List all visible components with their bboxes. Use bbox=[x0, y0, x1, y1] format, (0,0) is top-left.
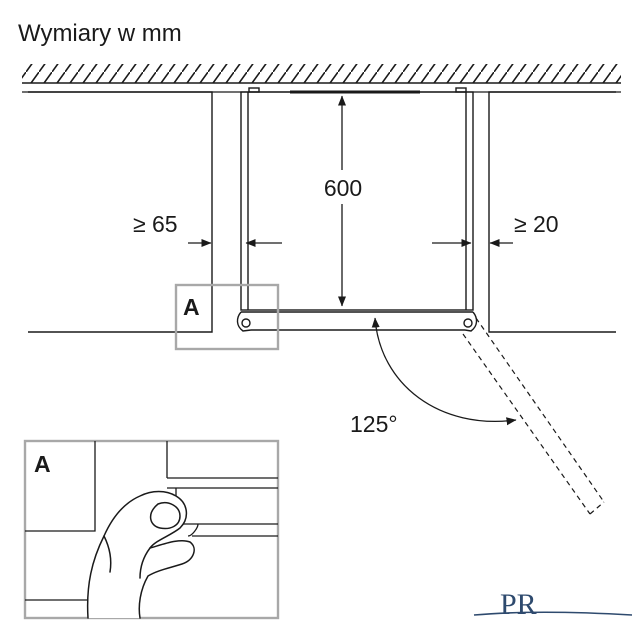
ceiling-hatching bbox=[22, 64, 621, 93]
door-angle-label: 125° bbox=[350, 411, 398, 437]
detail-inset-label: A bbox=[34, 451, 51, 477]
brand-logo: PR bbox=[473, 588, 633, 621]
right-cabinet bbox=[488, 91, 616, 333]
door-closed bbox=[236, 311, 478, 332]
door-open-outline bbox=[462, 317, 605, 515]
appliance-body bbox=[240, 87, 474, 311]
height-dimension-label: 600 bbox=[324, 175, 362, 201]
hand-icon bbox=[86, 490, 195, 619]
left-gap-label: ≥ 65 bbox=[133, 211, 178, 237]
detail-callout-label: A bbox=[183, 294, 200, 320]
page-title: Wymiary w mm bbox=[18, 20, 182, 47]
right-gap-label: ≥ 20 bbox=[514, 211, 559, 237]
svg-text:PR: PR bbox=[500, 588, 537, 621]
door-angle-arc bbox=[371, 317, 517, 426]
left-cabinet bbox=[28, 91, 213, 333]
detail-callout-box bbox=[174, 283, 280, 351]
